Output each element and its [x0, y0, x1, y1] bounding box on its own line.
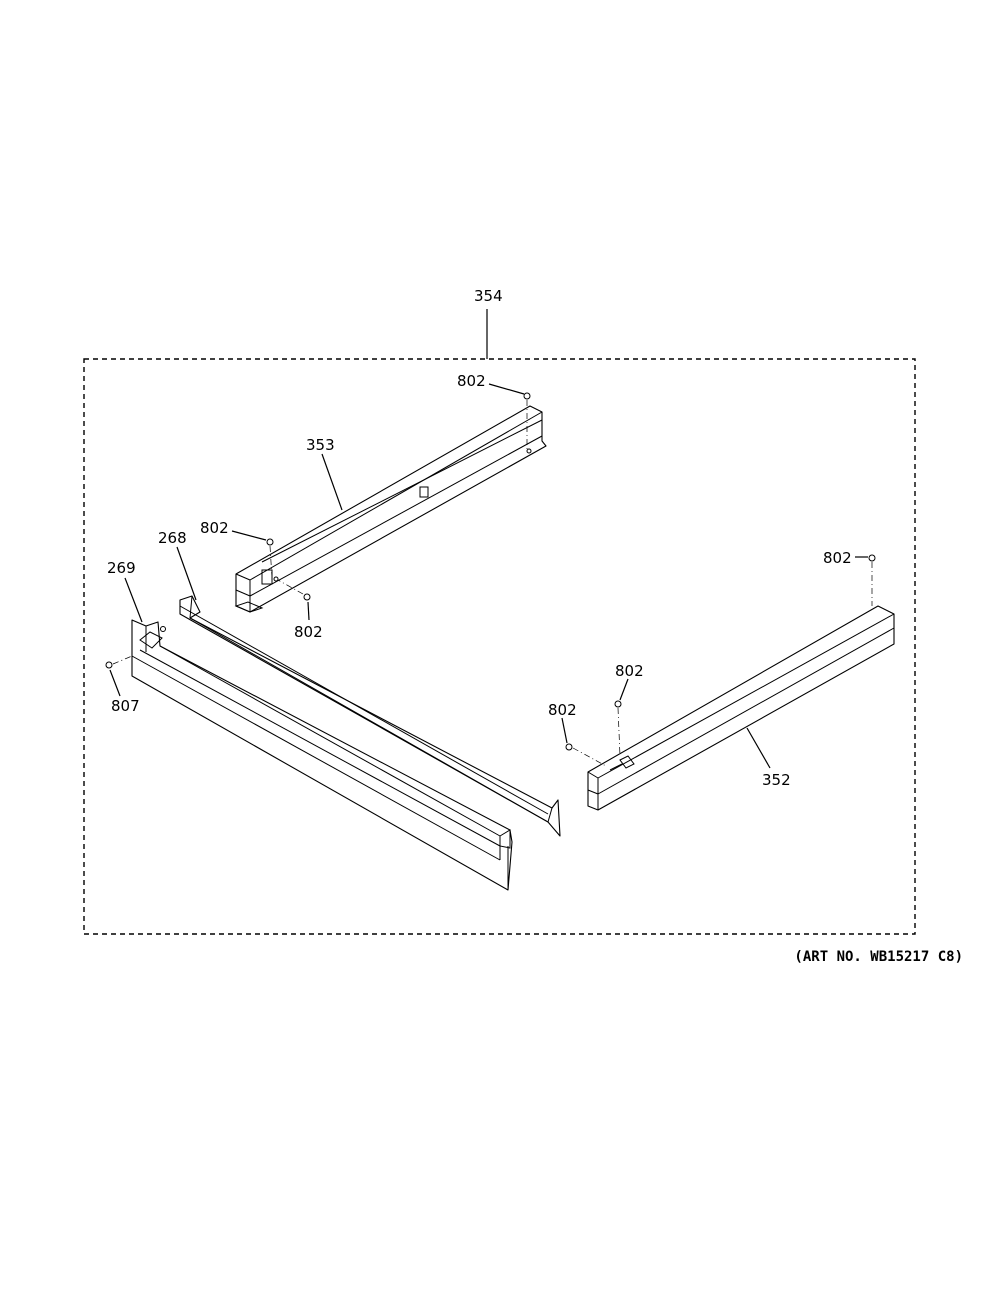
- leader-802-top: [488, 383, 525, 395]
- callout-268: 268: [158, 529, 187, 547]
- leader-802-352b: [619, 678, 629, 701]
- callout-807: 807: [111, 697, 140, 715]
- leader-269: [124, 577, 143, 623]
- leader-352: [746, 727, 771, 769]
- callout-353: 353: [306, 436, 335, 454]
- leader-268: [176, 546, 197, 601]
- screw-802-mid: [277, 579, 311, 601]
- callout-354: 354: [474, 287, 503, 305]
- leader-802-352a: [561, 717, 568, 744]
- part-352-rail: [587, 605, 895, 811]
- part-268-trim: [179, 595, 561, 837]
- callout-802-mid: 802: [294, 623, 323, 641]
- leader-353: [321, 453, 343, 511]
- part-269-trim: [131, 619, 513, 891]
- leader-807: [109, 669, 121, 697]
- screw-802-352b: [614, 700, 622, 757]
- callout-802-right: 802: [823, 549, 852, 567]
- screw-807: [105, 655, 133, 669]
- callout-802-352b: 802: [615, 662, 644, 680]
- callout-802-top: 802: [457, 372, 486, 390]
- screw-802-top: [523, 392, 531, 450]
- callout-802-left: 802: [200, 519, 229, 537]
- part-353-rail: [234, 405, 547, 613]
- assembly-boundary-354: [83, 358, 916, 935]
- screw-802-352a: [565, 743, 607, 767]
- callout-352: 352: [762, 771, 791, 789]
- leader-802-mid: [307, 601, 310, 621]
- leader-802-left: [231, 530, 267, 541]
- callout-802-352a: 802: [548, 701, 577, 719]
- screw-802-right: [868, 554, 876, 606]
- callout-269: 269: [107, 559, 136, 577]
- screw-802-left: [266, 538, 274, 579]
- art-number: (ART NO. WB15217 C8): [794, 949, 963, 965]
